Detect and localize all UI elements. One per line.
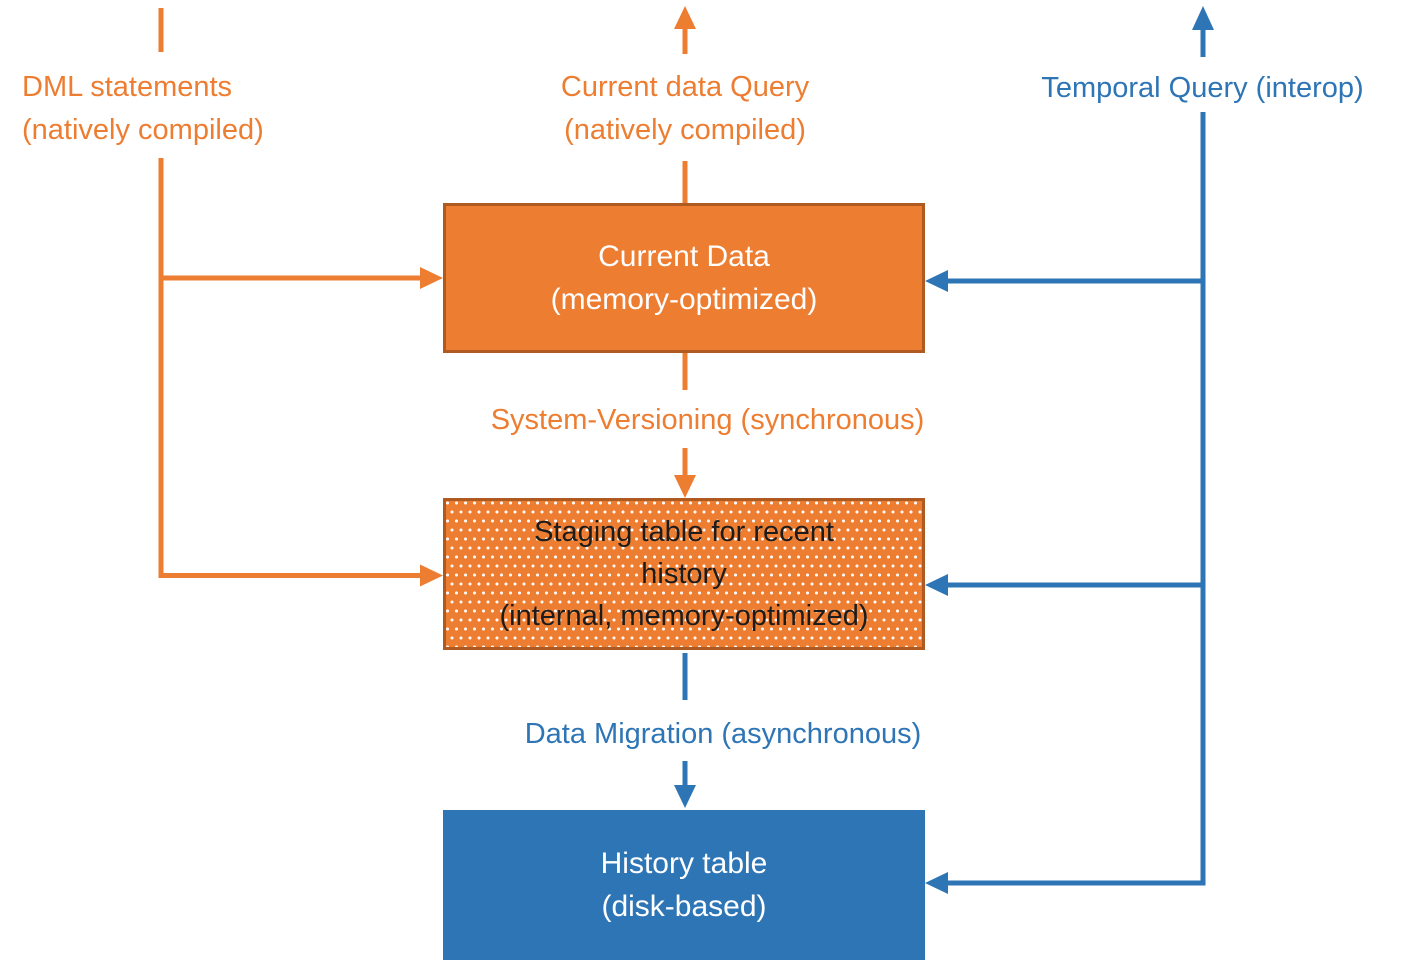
dml-line-vertical-and-staging-branch bbox=[158, 158, 422, 578]
arrowhead-temporal-query-up bbox=[1192, 6, 1214, 30]
arrowhead-data-migration-down bbox=[674, 785, 696, 808]
arrowhead-system-versioning-down bbox=[674, 475, 696, 498]
system-versioning-label: System-Versioning (synchronous) bbox=[490, 404, 925, 436]
temporal-query-label: Temporal Query (interop) bbox=[1041, 72, 1364, 104]
arrowhead-temporal-to-current-data bbox=[925, 270, 948, 292]
arrowhead-current-query-up bbox=[674, 6, 696, 29]
arrowhead-dml-to-current-data bbox=[420, 267, 443, 289]
staging-table-node: Staging table for recent history (intern… bbox=[443, 498, 925, 650]
arrowhead-temporal-to-history bbox=[925, 872, 948, 894]
temporal-query-vertical-and-history-branch bbox=[946, 112, 1206, 886]
history-table-node: History table (disk-based) bbox=[443, 810, 925, 960]
data-migration-label: Data Migration (asynchronous) bbox=[524, 718, 922, 750]
arrowhead-temporal-to-staging bbox=[925, 574, 948, 596]
dml-statements-label: DML statements (natively compiled) bbox=[22, 71, 264, 146]
current-data-query-label: Current data Query (natively compiled) bbox=[560, 71, 810, 146]
arrowhead-dml-to-staging bbox=[420, 564, 443, 587]
current-data-node: Current Data (memory-optimized) bbox=[443, 203, 925, 353]
